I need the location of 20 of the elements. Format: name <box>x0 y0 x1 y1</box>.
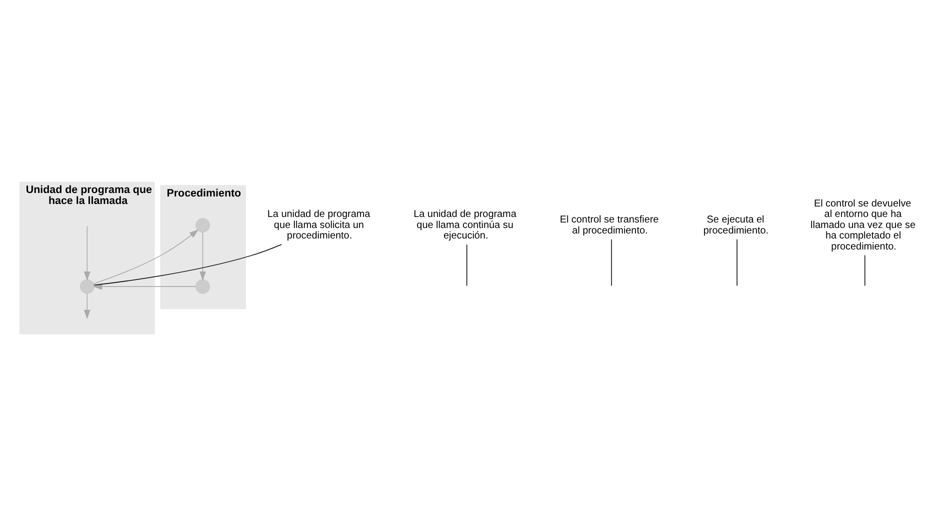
arrow <box>200 232 206 281</box>
node-text: El control se devuelve al entorno que ha llamado una vez que se ha completado el procedimiento. <box>810 198 916 252</box>
node-circle <box>195 218 210 233</box>
node-circle <box>80 279 94 294</box>
connector <box>736 238 738 286</box>
connector <box>864 254 866 286</box>
node-circle <box>195 279 210 294</box>
node-text: El control se transfiere al procedimiento. <box>560 214 659 236</box>
cluster: Procedimiento <box>160 185 246 310</box>
connector <box>94 244 282 286</box>
cluster: Unidad de programa que hace la llamada <box>19 182 155 334</box>
connector <box>466 244 468 286</box>
arrow <box>84 226 90 281</box>
arrow <box>84 293 90 320</box>
arrow <box>92 283 196 290</box>
node-text: La unidad de programa que llama continúa su ejecución. <box>414 209 516 242</box>
node-text: La unidad de programa que llama solicita un procedimiento. <box>267 209 370 242</box>
node-text: Se ejecuta el procedimiento. <box>703 214 769 236</box>
arrow <box>93 230 199 284</box>
connector <box>611 238 612 286</box>
